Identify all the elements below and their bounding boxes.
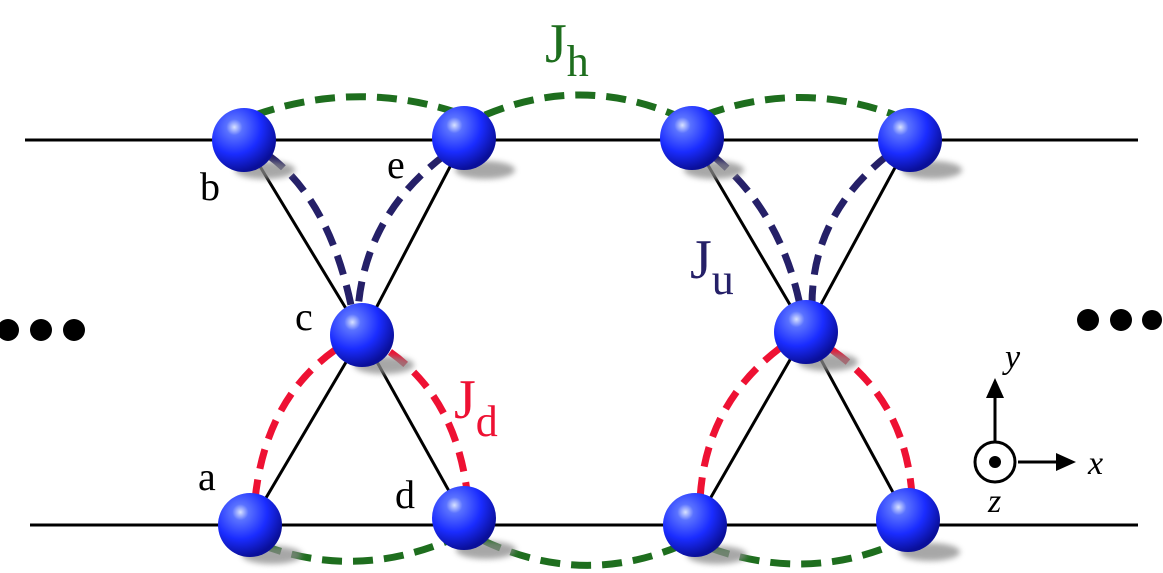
jd-bonds	[251, 345, 916, 501]
x-axis-label: x	[1087, 445, 1103, 482]
jh-arc-bottom-3	[708, 544, 887, 568]
z-axis-label: z	[987, 483, 1001, 520]
ju-label: Ju	[690, 229, 734, 304]
atom-a2	[663, 493, 727, 557]
bond-e-c	[360, 139, 466, 336]
atom-e	[432, 106, 496, 170]
y-axis-label: y	[1002, 339, 1021, 376]
jh-label: Jh	[545, 13, 589, 86]
ellipsis-right-dot-2	[1110, 309, 1132, 331]
atom-b	[212, 108, 276, 172]
bond-c-a	[248, 334, 364, 526]
ellipsis-right-dot-3	[1142, 310, 1162, 330]
site-label-b: b	[200, 164, 220, 209]
y-axis-arrowhead	[986, 378, 1004, 398]
ellipsis-left-dot-1	[0, 319, 19, 341]
atom-b2	[660, 106, 724, 170]
atom-e2	[878, 108, 942, 172]
jd-arc-4	[830, 347, 916, 496]
jh-arc-top-2	[483, 91, 677, 119]
z-axis-circle	[973, 440, 1017, 484]
jh-arc-bottom-1	[260, 536, 452, 565]
site-label-e: e	[387, 142, 405, 187]
z-axis-dot	[989, 456, 1001, 468]
coupling-labels: Jh Ju Jd	[454, 13, 734, 446]
jh-bonds	[253, 91, 897, 569]
atom-c2	[774, 300, 838, 364]
ju-arc-1	[265, 152, 356, 311]
site-label-c: c	[295, 294, 313, 339]
bond-c2-a2	[693, 331, 808, 526]
ellipsis-right-dot-1	[1077, 309, 1099, 331]
ellipsis-left-dot-2	[30, 319, 52, 341]
bond-e2-c2	[804, 139, 912, 333]
atom-a	[218, 493, 282, 557]
atom-c	[330, 303, 394, 367]
ju-bonds	[265, 152, 891, 311]
jh-arc-top-3	[703, 94, 897, 119]
ju-arc-2	[354, 152, 448, 311]
jd-label: Jd	[454, 369, 498, 446]
ellipsis-left-dot-3	[63, 319, 85, 341]
ellipsis-dots	[0, 309, 1162, 341]
atoms	[212, 106, 942, 557]
jh-arc-top-1	[253, 93, 457, 119]
coordinate-axes: y x z	[973, 339, 1103, 520]
ju-arc-4	[808, 152, 891, 306]
atom-d	[432, 486, 496, 550]
jd-arc-1	[251, 347, 338, 501]
site-label-d: d	[395, 472, 415, 517]
site-label-a: a	[198, 454, 216, 499]
jh-arc-bottom-2	[480, 536, 684, 569]
jd-arc-3	[696, 345, 783, 501]
atom-d2	[876, 488, 940, 552]
site-labels: b e c a d	[198, 142, 415, 517]
x-axis-arrowhead	[1056, 453, 1076, 471]
